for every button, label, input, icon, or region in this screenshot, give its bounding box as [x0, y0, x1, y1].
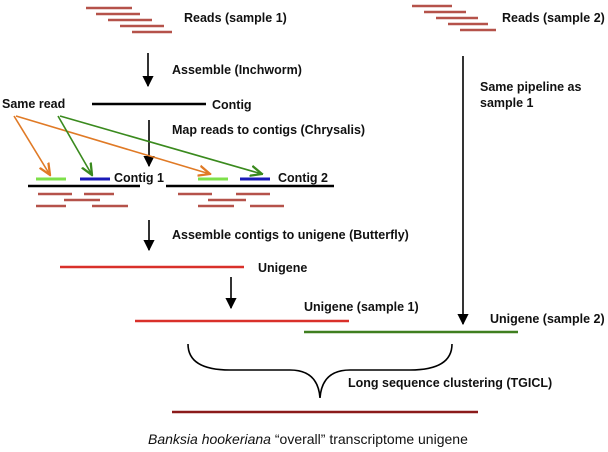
- assemble-butterfly-label: Assemble contigs to unigene (Butterfly): [172, 228, 409, 242]
- tgicl-label: Long sequence clustering (TGICL): [348, 376, 552, 390]
- reads-sample2-stack: [412, 4, 496, 32]
- clustering-brace: [187, 343, 453, 399]
- same-read-arrow-green-2: [59, 115, 262, 174]
- contig1-label: Contig 1: [114, 171, 164, 185]
- contig2-label: Contig 2: [278, 171, 328, 185]
- same-read-label: Same read: [2, 97, 65, 111]
- reads-under-contig1: [36, 192, 128, 208]
- caption-rest: “overall” transcriptome unigene: [271, 431, 468, 447]
- unigene-label: Unigene: [258, 261, 307, 275]
- same-pipeline-label-1: Same pipeline as: [480, 80, 581, 94]
- same-pipeline-label-2: sample 1: [480, 96, 534, 110]
- unigene-sample2-label: Unigene (sample 2): [490, 312, 605, 326]
- same-read-arrow-green-1: [57, 115, 92, 175]
- reads-under-contig2: [178, 192, 284, 208]
- reads-sample2-label: Reads (sample 2): [502, 11, 605, 25]
- contig-label: Contig: [212, 98, 252, 112]
- caption-species: Banksia hookeriana: [148, 431, 271, 447]
- same-read-arrow-orange-1: [13, 115, 50, 175]
- unigene-sample1-label: Unigene (sample 1): [304, 300, 419, 314]
- caption: Banksia hookeriana “overall” transcripto…: [148, 431, 468, 447]
- assemble-inchworm-label: Assemble (Inchworm): [172, 63, 302, 77]
- reads-sample1-label: Reads (sample 1): [184, 11, 287, 25]
- map-reads-label: Map reads to contigs (Chrysalis): [172, 123, 365, 137]
- same-read-arrow-orange-2: [15, 115, 210, 174]
- reads-sample1-stack: [86, 6, 172, 34]
